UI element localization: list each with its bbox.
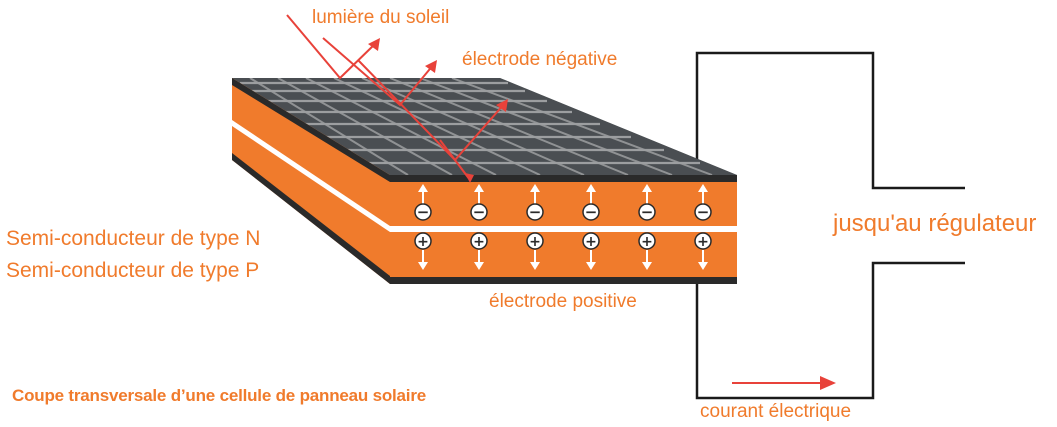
current-label: courant électrique <box>700 401 852 422</box>
n-type-label: Semi-conducteur de type N <box>6 227 261 250</box>
negative-charge-symbol: − <box>641 203 654 221</box>
positive-charge-symbol: + <box>697 234 709 250</box>
negative-charge: − <box>470 184 488 221</box>
circuit-wire-bottom <box>695 261 965 400</box>
negative-charge: − <box>526 184 544 221</box>
panel-side-face <box>232 78 390 284</box>
positive-charge-symbol: + <box>641 234 653 250</box>
negative-charges: −−−−−− <box>414 184 712 221</box>
p-type-layer <box>390 232 737 277</box>
positive-charge: + <box>470 232 488 270</box>
p-type-label: Semi-conducteur de type P <box>6 259 260 282</box>
positive-charge: + <box>694 232 712 270</box>
negative-charge-symbol: − <box>529 203 542 221</box>
negative-charge: − <box>694 184 712 221</box>
sunlight-arrowheads <box>368 38 508 183</box>
negative-charge-symbol: − <box>585 203 598 221</box>
negative-charge: − <box>582 184 600 221</box>
sunlight-rays <box>286 14 506 181</box>
negative-electrode-label: électrode négative <box>462 49 618 70</box>
ray-1 <box>286 14 378 80</box>
panel-front-face <box>390 175 737 284</box>
negative-charge: − <box>638 184 656 221</box>
positive-electrode-label: électrode positive <box>489 291 637 312</box>
negative-charge-symbol: − <box>417 203 430 221</box>
positive-charge-symbol: + <box>473 234 485 250</box>
positive-charge: + <box>582 232 600 270</box>
circuit-wire <box>695 51 965 400</box>
n-type-layer <box>390 182 737 226</box>
ray-2 <box>322 37 435 107</box>
negative-charge-symbol: − <box>697 203 710 221</box>
negative-charge-symbol: − <box>473 203 486 221</box>
current-arrow <box>732 376 836 390</box>
positive-charge: + <box>638 232 656 270</box>
regulator-label: jusqu'au régulateur <box>833 210 1037 237</box>
positive-charges: + + + + + + <box>414 232 712 270</box>
positive-charge: + <box>526 232 544 270</box>
positive-charge: + <box>414 232 432 270</box>
circuit-wire-top <box>695 51 965 190</box>
positive-electrode-base <box>390 277 737 284</box>
sunlight-label: lumière du soleil <box>312 7 450 28</box>
ray-4 <box>439 139 471 181</box>
negative-charge: − <box>414 184 432 221</box>
positive-charge-symbol: + <box>585 234 597 250</box>
diagram-caption: Coupe transversale d’une cellule de pann… <box>12 386 427 405</box>
positive-charge-symbol: + <box>417 234 429 250</box>
positive-charge-symbol: + <box>529 234 541 250</box>
